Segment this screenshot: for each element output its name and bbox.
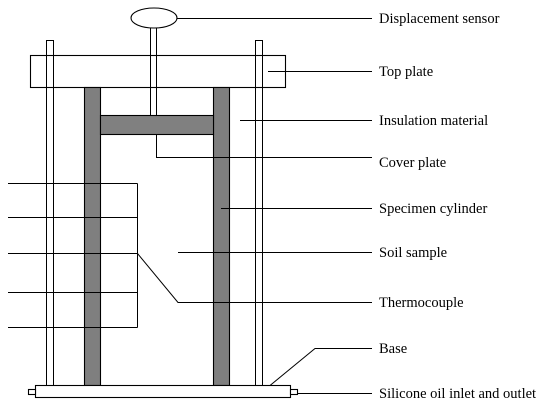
label-specimen-cylinder: Specimen cylinder bbox=[379, 201, 487, 217]
thermocouple-leader bbox=[137, 253, 372, 303]
label-insulation-material: Insulation material bbox=[379, 113, 488, 129]
sensor-rod bbox=[150, 28, 157, 116]
cover-plate-leader bbox=[156, 135, 372, 158]
base bbox=[34, 384, 292, 399]
label-thermocouple: Thermocouple bbox=[379, 295, 464, 311]
right-support-rod bbox=[255, 40, 263, 386]
label-soil-sample: Soil sample bbox=[379, 245, 447, 261]
base-leader bbox=[269, 348, 372, 386]
label-top-plate: Top plate bbox=[379, 64, 433, 80]
right-cylinder-wall bbox=[212, 86, 231, 387]
label-cover-plate: Cover plate bbox=[379, 155, 446, 171]
label-displacement-sensor: Displacement sensor bbox=[379, 11, 500, 27]
left-cylinder-wall bbox=[83, 86, 102, 387]
base-right-oil-port bbox=[289, 388, 299, 396]
top-plate bbox=[29, 54, 287, 89]
displacement-sensor bbox=[130, 7, 178, 29]
base-left-oil-port bbox=[27, 388, 37, 396]
label-base: Base bbox=[379, 341, 407, 357]
cover-plate bbox=[99, 114, 215, 136]
thermocouple-leads bbox=[8, 183, 138, 328]
label-silicone-oil: Silicone oil inlet and outlet bbox=[379, 386, 536, 402]
